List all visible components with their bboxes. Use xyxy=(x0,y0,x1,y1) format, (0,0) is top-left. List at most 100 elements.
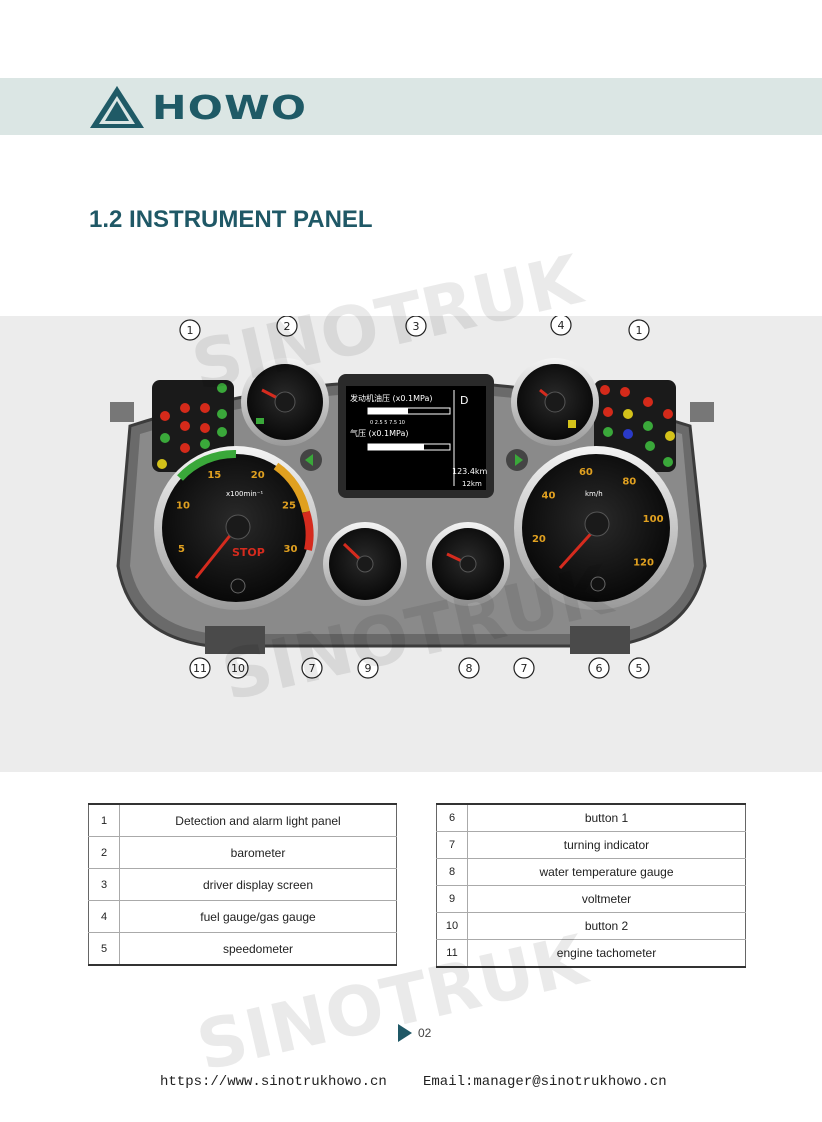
callout-circle xyxy=(276,316,298,337)
callout-circle xyxy=(179,319,201,341)
callout-circle xyxy=(550,316,572,336)
gauge-tick-label: 40 xyxy=(542,491,556,502)
callout-circle xyxy=(189,657,211,679)
gauge-tick-label: 20 xyxy=(251,470,265,481)
warning-lights-right xyxy=(600,385,675,467)
gauge-tick-label: 10 xyxy=(176,500,190,511)
gauge-tick-label: 25 xyxy=(282,500,296,511)
gauge-tick-label: 80 xyxy=(622,477,636,488)
legend-description: voltmeter xyxy=(467,885,746,913)
page-number-text: 02 xyxy=(418,1026,432,1040)
callout-number: 2 xyxy=(284,320,291,333)
page-number: 02 xyxy=(398,1024,431,1042)
callout-circle xyxy=(301,657,323,679)
gauge-tick-label: 30 xyxy=(284,544,298,555)
legend-description: water temperature gauge xyxy=(467,858,746,886)
instrument-panel-image: 发动机油压 (x0.1MPa) 0 2.5 5 7.5 10 气压 (x0.1M… xyxy=(0,316,822,772)
engine-tachometer: x100min⁻¹ 5 10 15 20 25 30 STOP xyxy=(154,446,318,610)
callout-number: 5 xyxy=(636,662,643,675)
callout-number: 8 xyxy=(466,662,473,675)
legend-number: 3 xyxy=(88,868,120,901)
legend-number: 7 xyxy=(436,831,468,859)
legend-number: 2 xyxy=(88,836,120,869)
legend-number: 4 xyxy=(88,900,120,933)
legend-number: 8 xyxy=(436,858,468,886)
callout-circle xyxy=(588,657,610,679)
section-title: 1.2 INSTRUMENT PANEL xyxy=(89,206,373,233)
voltmeter xyxy=(323,522,407,606)
legend-description: speedometer xyxy=(119,932,397,966)
warning-lights-left xyxy=(157,383,227,469)
legend-number: 10 xyxy=(436,912,468,940)
callout-number: 11 xyxy=(193,662,207,675)
display-gear: D xyxy=(460,394,468,407)
callout-circle xyxy=(458,657,480,679)
callout-circle xyxy=(357,657,379,679)
legend-number: 6 xyxy=(436,803,468,832)
gauge-tick-label: 20 xyxy=(532,534,546,545)
tacho-stop-warning: STOP xyxy=(232,546,265,559)
brand-name: HOWO xyxy=(152,87,308,127)
legend-description: button 1 xyxy=(467,803,746,832)
gauge-tick-label: 120 xyxy=(633,557,654,568)
gauge-tick-label: 15 xyxy=(207,470,221,481)
gauge-tick-label: 5 xyxy=(178,544,185,555)
driver-display-screen: 发动机油压 (x0.1MPa) 0 2.5 5 7.5 10 气压 (x0.1M… xyxy=(338,374,494,498)
water-temperature-gauge xyxy=(426,522,510,606)
page-arrow-icon xyxy=(398,1024,412,1042)
legend-number: 9 xyxy=(436,885,468,913)
callout-circle xyxy=(628,319,650,341)
callout-circle xyxy=(405,316,427,337)
speedo-tick-labels: 20 40 60 80 100 120 xyxy=(532,467,664,568)
fuel-gauge xyxy=(511,358,599,446)
gauge-tick-label: 60 xyxy=(579,467,593,478)
speedometer: km/h 20 40 60 80 100 120 xyxy=(514,446,678,610)
callout-number: 9 xyxy=(365,662,372,675)
legend-description: Detection and alarm light panel xyxy=(119,803,397,837)
callout-circle xyxy=(628,657,650,679)
legend-description: turning indicator xyxy=(467,831,746,859)
legend-description: button 2 xyxy=(467,912,746,940)
legend-description: driver display screen xyxy=(119,868,397,901)
legend-description: fuel gauge/gas gauge xyxy=(119,900,397,933)
tacho-unit: x100min⁻¹ xyxy=(226,490,263,498)
callout-number: 4 xyxy=(558,319,565,332)
howo-emblem-icon xyxy=(90,86,144,128)
legend-description: engine tachometer xyxy=(467,939,746,968)
callout-number: 7 xyxy=(521,662,528,675)
barometer-gauge xyxy=(241,358,329,446)
display-trip: 12km xyxy=(462,480,482,488)
callout-number: 10 xyxy=(231,662,245,675)
button-1[interactable] xyxy=(590,576,606,592)
legend-number: 5 xyxy=(88,932,120,966)
legend-description: barometer xyxy=(119,836,397,869)
tacho-tick-labels: 5 10 15 20 25 30 xyxy=(176,470,297,555)
speedo-unit: km/h xyxy=(585,490,603,498)
display-oil-pressure-label: 发动机油压 (x0.1MPa) xyxy=(350,393,433,403)
callout-number: 6 xyxy=(596,662,603,675)
callout-number: 1 xyxy=(187,324,194,337)
button-2[interactable] xyxy=(230,578,246,594)
callout-circle xyxy=(227,657,249,679)
footer-email[interactable]: Email:manager@sinotrukhowo.cn xyxy=(423,1074,667,1090)
callout-number: 1 xyxy=(636,324,643,337)
display-air-pressure-label: 气压 (x0.1MPa) xyxy=(350,428,409,438)
brand-logo: HOWO xyxy=(88,84,306,130)
footer-url[interactable]: https://www.sinotrukhowo.cn xyxy=(160,1074,387,1090)
instrument-panel-drawing: 发动机油压 (x0.1MPa) 0 2.5 5 7.5 10 气压 (x0.1M… xyxy=(110,316,714,679)
callout-number: 7 xyxy=(309,662,316,675)
gauge-tick-label: 100 xyxy=(643,514,664,525)
